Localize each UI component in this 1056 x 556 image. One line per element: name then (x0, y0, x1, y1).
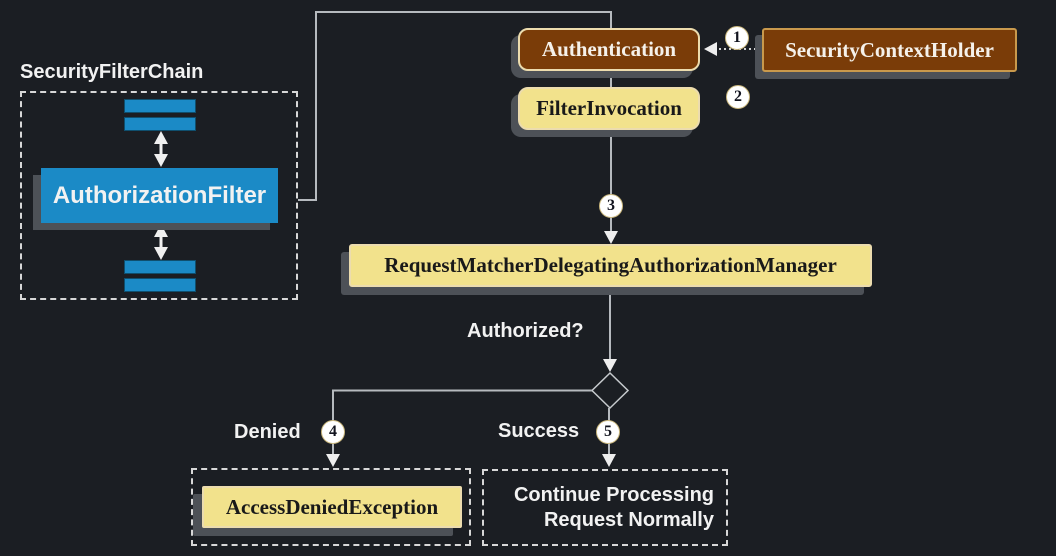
step-3-badge: 3 (599, 194, 623, 218)
double-arrow-bottom-icon (154, 224, 168, 260)
success-label: Success (498, 420, 580, 442)
authorized-label: Authorized? (467, 320, 584, 342)
continue-processing-node: Continue Processing Request Normally (482, 469, 728, 546)
decision-diamond (590, 371, 630, 410)
security-context-holder-node: SecurityContextHolder (762, 28, 1017, 72)
step-4-badge: 4 (321, 420, 345, 444)
double-arrow-top-icon (154, 131, 168, 167)
filter-invocation-node: FilterInvocation (518, 87, 700, 130)
access-denied-exception-node: AccessDeniedException (202, 486, 462, 528)
arrowhead-down-icon (326, 454, 340, 467)
filter-bar (124, 278, 196, 292)
filter-bar (124, 117, 196, 131)
arrowhead-down-icon (604, 231, 618, 244)
arrowhead-down-icon (602, 454, 616, 467)
denied-outcome-container (191, 468, 471, 546)
filter-bar (124, 99, 196, 113)
denied-label: Denied (234, 421, 301, 443)
continue-processing-line1: Continue Processing (513, 483, 714, 506)
continue-processing-line2: Request Normally (543, 508, 714, 531)
security-filter-chain-container (20, 91, 298, 300)
security-filter-chain-title: SecurityFilterChain (20, 61, 204, 83)
arrowhead-down-icon (603, 359, 617, 372)
authorization-filter-node: AuthorizationFilter (41, 168, 278, 223)
filter-bar (124, 260, 196, 274)
step-1-badge: 1 (725, 26, 749, 50)
step-2-badge: 2 (726, 85, 750, 109)
authentication-node: Authentication (518, 28, 700, 71)
arrowhead-left-icon (704, 42, 717, 56)
connector-manager-to-decision (603, 287, 617, 372)
step-5-badge: 5 (596, 420, 620, 444)
authorization-manager-node: RequestMatcherDelegatingAuthorizationMan… (349, 244, 872, 287)
